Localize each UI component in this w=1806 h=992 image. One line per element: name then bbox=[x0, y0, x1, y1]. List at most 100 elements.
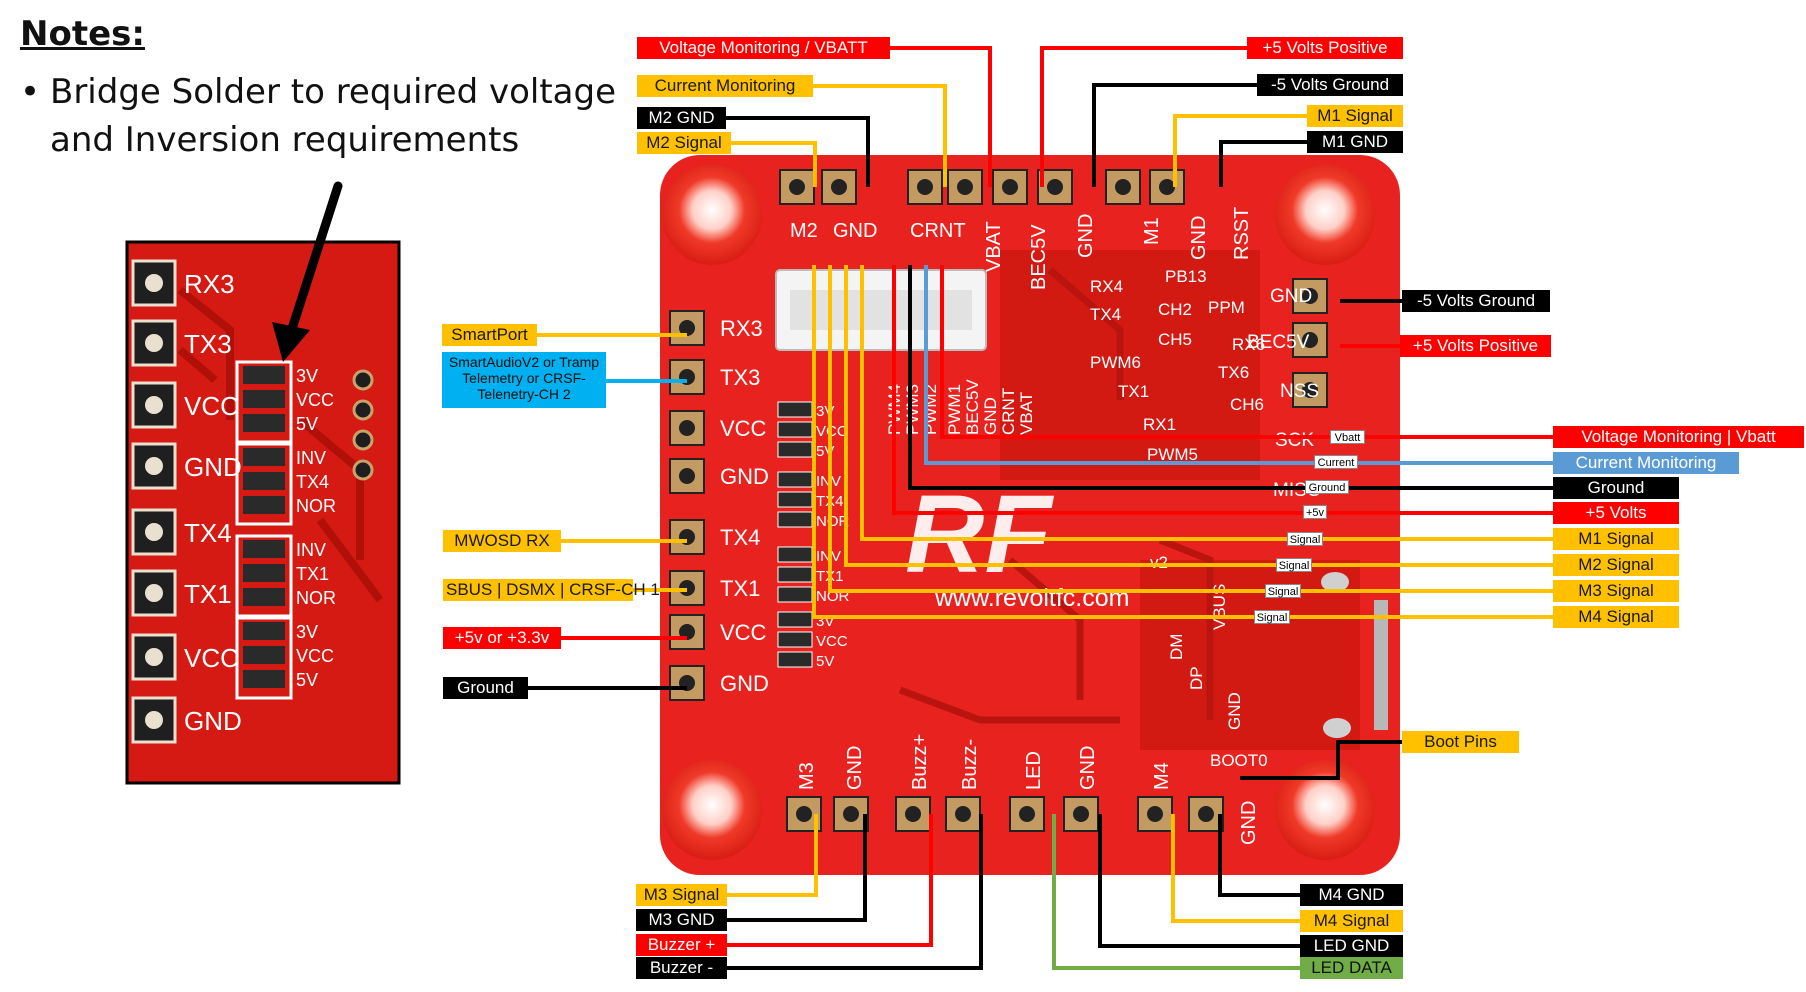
chip-label: DP bbox=[1187, 666, 1206, 690]
inset-pin-hole bbox=[145, 523, 163, 541]
chip-label: PWM5 bbox=[1147, 445, 1198, 464]
top-pad-label: GND bbox=[1188, 216, 1210, 260]
board-jumper-label: 5V bbox=[816, 653, 834, 670]
left-pad-label: VCC bbox=[720, 416, 767, 441]
usb-port bbox=[1374, 600, 1388, 730]
chip-label: DM bbox=[1167, 634, 1186, 660]
chip-label: RX6 bbox=[1232, 335, 1265, 354]
board-jumper-pad bbox=[777, 611, 813, 628]
tag-signal-m3: Signal bbox=[1265, 584, 1301, 598]
callout-mwosd-rx: MWOSD RX bbox=[443, 530, 561, 552]
tag-signal-m4: Signal bbox=[1254, 610, 1290, 624]
inset-jumper-label: NOR bbox=[296, 496, 336, 516]
board-jumper-pad bbox=[777, 491, 813, 508]
top-pad-label: VBAT bbox=[983, 221, 1005, 272]
inset-jumper-label: 3V bbox=[296, 366, 318, 386]
inset-jumper-pad bbox=[243, 670, 285, 688]
inset-jumper-pad bbox=[243, 588, 285, 606]
bottom-pad-label: GND bbox=[1238, 801, 1260, 845]
callout-current-monitoring-top: Current Monitoring bbox=[637, 75, 813, 97]
board-jumper-pad bbox=[777, 651, 813, 668]
arrow-head-icon bbox=[272, 322, 310, 362]
wire-m4-gnd bbox=[1218, 814, 1300, 897]
inset-jumper-label: 5V bbox=[296, 414, 318, 434]
solder-pad-hole bbox=[917, 179, 933, 195]
callout-m4-signal-right: M4 Signal bbox=[1553, 606, 1679, 628]
inset-jumper-frame bbox=[235, 442, 293, 526]
board-jumper-pad bbox=[777, 566, 813, 583]
tag-ground: Ground bbox=[1305, 480, 1349, 494]
solder-pad-hole bbox=[1159, 179, 1175, 195]
inset-pin-hole bbox=[145, 711, 163, 729]
inset-pin-hole bbox=[145, 396, 163, 414]
inset-pin-label: RX3 bbox=[184, 269, 235, 299]
chip-label: RX1 bbox=[1143, 415, 1176, 434]
mounting-hole-icon bbox=[1275, 165, 1375, 265]
bottom-pad-label: LED bbox=[1023, 751, 1045, 790]
via bbox=[352, 369, 374, 391]
inset-pin-hole bbox=[145, 334, 163, 352]
inset-jumper-frame bbox=[235, 360, 293, 444]
top-pad-label: GND bbox=[1075, 214, 1097, 258]
callout-led-data: LED DATA bbox=[1300, 957, 1403, 979]
callout-led-gnd: LED GND bbox=[1300, 935, 1403, 957]
solder-pad-hole bbox=[796, 806, 812, 822]
wire-vbatt bbox=[890, 46, 992, 187]
callout-m1-signal-top: M1 Signal bbox=[1307, 105, 1403, 127]
callout-m2-signal-right: M2 Signal bbox=[1553, 554, 1679, 576]
callout-ground-left: Ground bbox=[443, 677, 528, 699]
inset-pin-pad bbox=[131, 259, 177, 307]
inset-vias bbox=[352, 369, 374, 481]
via bbox=[352, 429, 374, 451]
callout-ground-right: Ground bbox=[1553, 477, 1679, 499]
jst-connector-slot bbox=[790, 290, 972, 330]
led-indicator bbox=[1323, 718, 1351, 738]
notes-title: Notes: bbox=[20, 14, 145, 54]
left-pad-label: TX4 bbox=[720, 525, 760, 550]
callout-buzzer-minus: Buzzer - bbox=[636, 957, 727, 979]
inset-jumper-pad bbox=[243, 622, 285, 640]
board-jumper-pad bbox=[777, 471, 813, 488]
bottom-pad-label: Buzz- bbox=[959, 739, 981, 790]
solder-pad-hole bbox=[1302, 288, 1318, 304]
solder-pad-hole bbox=[1002, 179, 1018, 195]
bottom-pad-label: GND bbox=[844, 746, 866, 790]
callout-plus5-volts: +5 Volts bbox=[1553, 502, 1679, 524]
inset-jumper-label: INV bbox=[296, 448, 326, 468]
solder-pad-hole bbox=[955, 806, 971, 822]
wire-m3-signal bbox=[727, 814, 818, 897]
callout-voltage-monitoring-vbatt: Voltage Monitoring / VBATT bbox=[637, 37, 890, 59]
callout-current-monitoring-right: Current Monitoring bbox=[1553, 452, 1739, 474]
solder-pad bbox=[669, 665, 705, 701]
inset-pin-hole bbox=[145, 584, 163, 602]
solder-pad-hole bbox=[831, 179, 847, 195]
inset-jumper-pad bbox=[243, 472, 285, 490]
chip-label: RX4 bbox=[1090, 277, 1123, 296]
board-jumper-pad bbox=[777, 546, 813, 563]
inset-pin-hole bbox=[145, 648, 163, 666]
right-pad-label: SCK bbox=[1275, 430, 1314, 451]
left-pad-label: GND bbox=[720, 671, 769, 696]
chip-label: GND bbox=[1225, 692, 1244, 730]
chip-label: TX4 bbox=[1090, 305, 1121, 324]
solder-pad-hole bbox=[679, 420, 695, 436]
top-pad-label: CRNT bbox=[910, 220, 966, 242]
inset-jumper-label: TX1 bbox=[296, 564, 329, 584]
chip-label: PPM bbox=[1208, 298, 1245, 317]
inset-pin-label: GND bbox=[184, 452, 242, 482]
left-pad-label: TX1 bbox=[720, 576, 760, 601]
tag-vbatt: Vbatt bbox=[1330, 430, 1365, 444]
inset-pin-label: TX3 bbox=[184, 329, 232, 359]
inset-pin-label: TX1 bbox=[184, 579, 232, 609]
right-pad-label: BEC5V bbox=[1247, 332, 1310, 353]
solder-pad-hole bbox=[679, 468, 695, 484]
board-jumper-label: NOR bbox=[816, 513, 850, 530]
callout-m3-signal: M3 Signal bbox=[636, 884, 727, 906]
solder-pad-hole bbox=[679, 320, 695, 336]
wire-m4-signal bbox=[1171, 814, 1300, 923]
inset-pin-label: TX4 bbox=[184, 518, 232, 548]
inset-pin-label: VCC bbox=[184, 643, 239, 673]
inset-pin-label: VCC bbox=[184, 391, 239, 421]
